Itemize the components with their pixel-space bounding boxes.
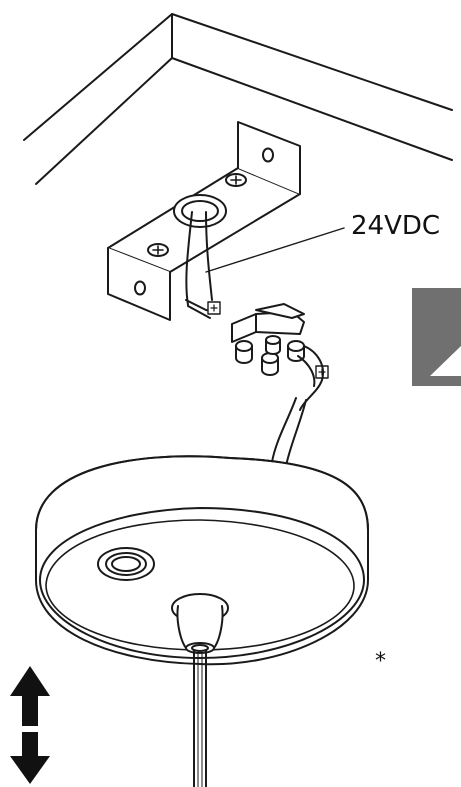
canopy (35, 455, 369, 666)
terminal-connector (231, 303, 305, 376)
screw-icon (147, 243, 169, 257)
bracket-hole-left (134, 280, 146, 296)
warning-panel (412, 288, 461, 386)
voltage-leader-line (205, 227, 345, 273)
positive-marker-icon (207, 301, 221, 315)
mounting-bracket (107, 121, 301, 321)
note-marker: * (375, 649, 386, 674)
ceiling-corner (23, 13, 453, 185)
canopy-cable (271, 345, 324, 467)
screw-icon (225, 173, 247, 187)
double-arrow-up-down-icon (10, 666, 50, 784)
voltage-label: 24VDC (351, 211, 440, 241)
cable-gland (171, 593, 229, 654)
bracket-hole-right (262, 147, 274, 163)
suspension-cable (193, 649, 207, 787)
warning-triangle-icon (430, 346, 461, 376)
set-screw (97, 547, 155, 581)
